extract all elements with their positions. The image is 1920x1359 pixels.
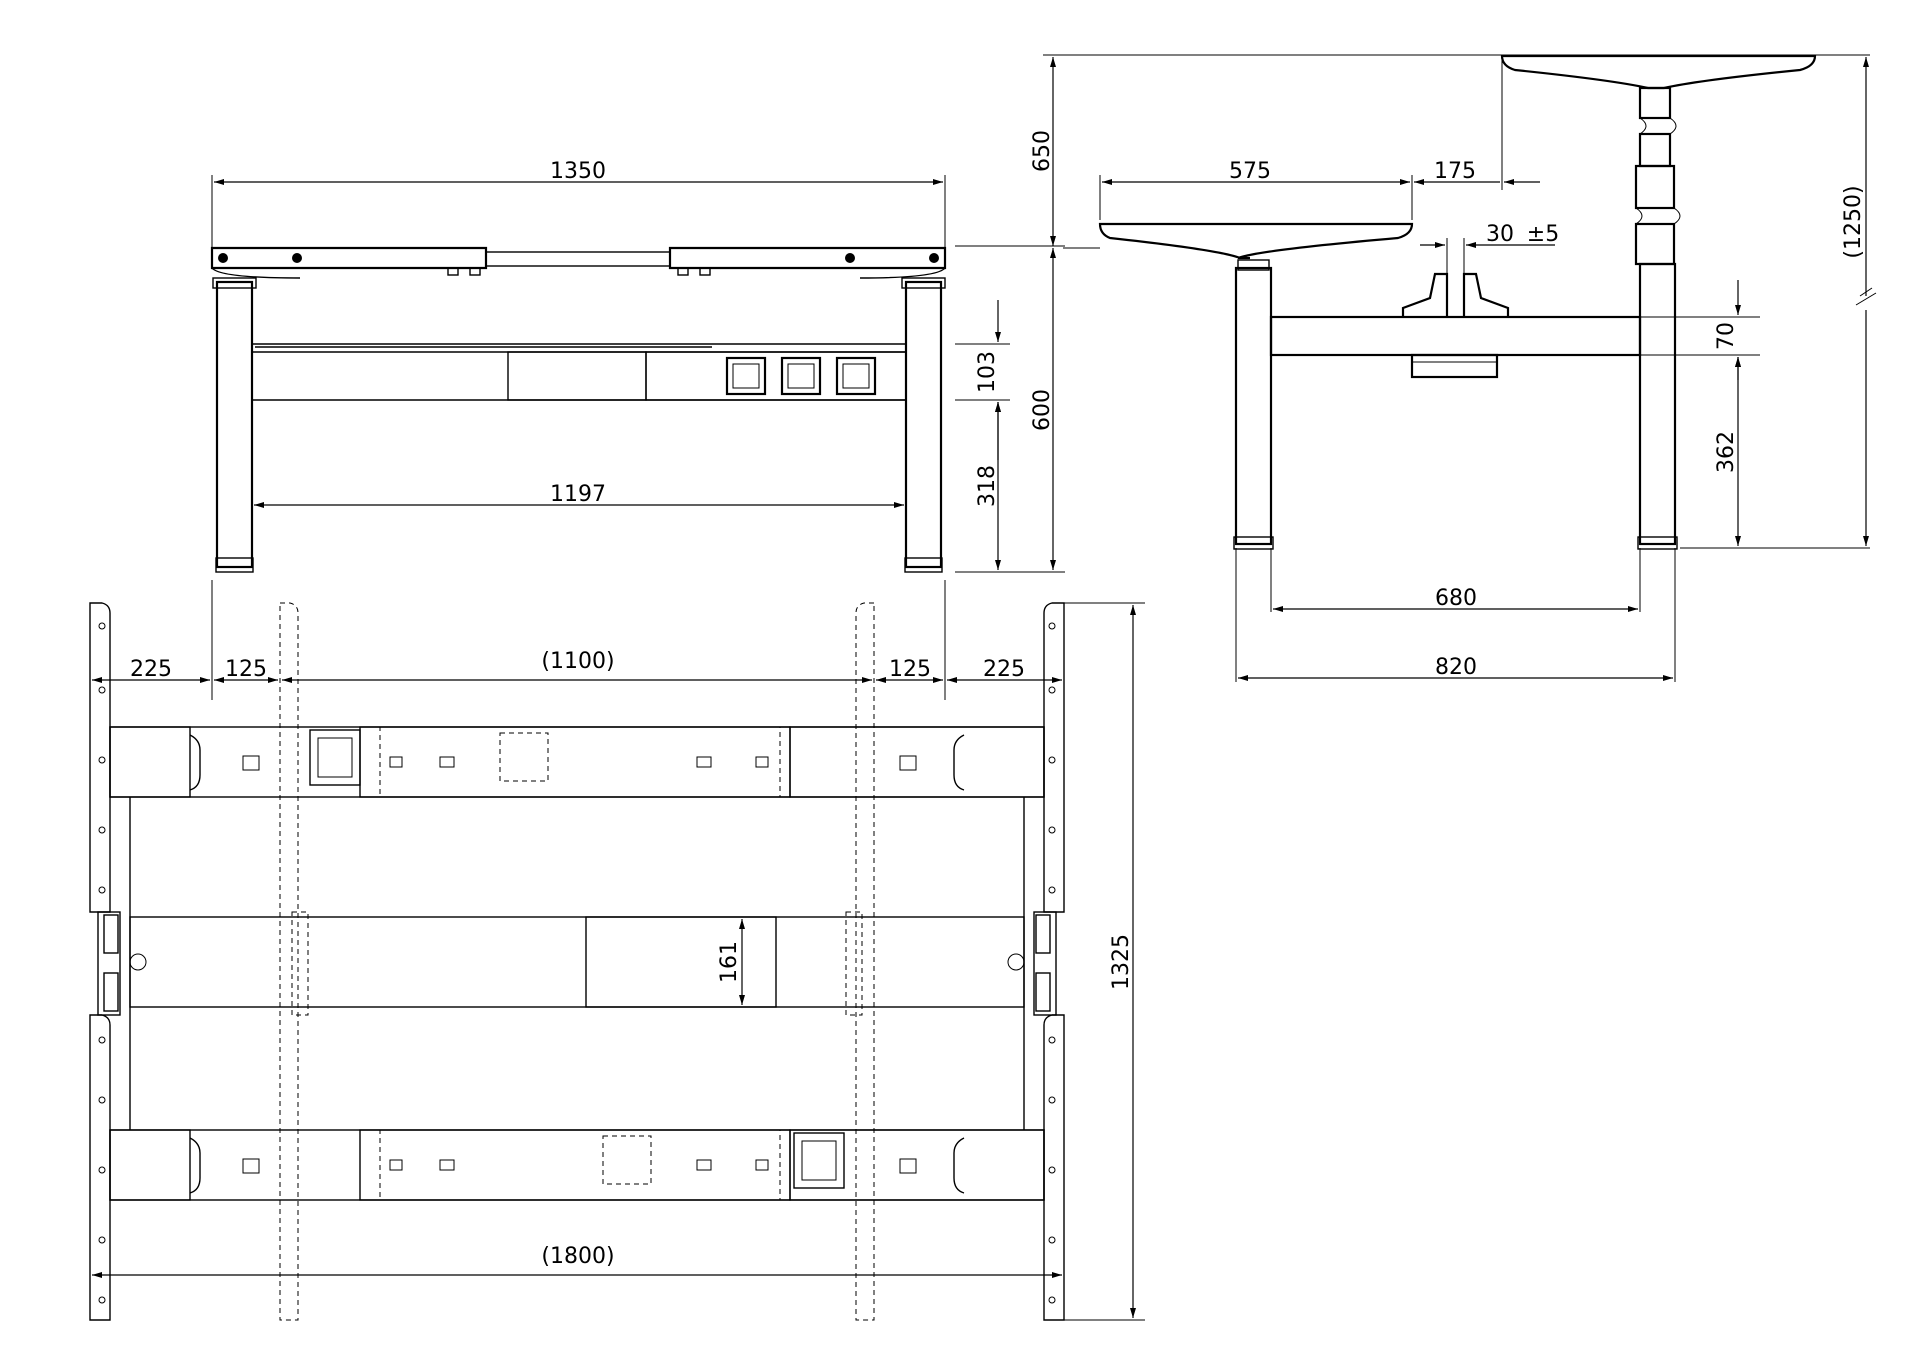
front-top-frame [210, 246, 947, 279]
dim-upper-gap: 103 [975, 351, 1000, 393]
dim-clamp: 30 [1486, 222, 1514, 247]
dim-left-outer: 225 [130, 657, 172, 682]
dim-center: (1100) [541, 649, 614, 674]
dim-front-height: 600 [1030, 389, 1055, 431]
dim-desktop-depth: 575 [1229, 159, 1271, 184]
front-view: 1350 1197 103 318 600 [210, 159, 1065, 573]
dim-max-height: (1250) [1841, 185, 1866, 258]
raised-column [1634, 86, 1681, 550]
front-cross-beam [252, 343, 907, 401]
dim-right-outer: 225 [983, 657, 1025, 682]
plan-left-plate [89, 602, 121, 1321]
side-view: 650 575 175 30 ±5 (1250) 7 [1030, 54, 1877, 682]
plan-right-plate [1033, 602, 1065, 1321]
dim-overhang: 175 [1434, 159, 1476, 184]
plan-top-rail [109, 726, 1045, 798]
desktop-low [1098, 222, 1414, 260]
plan-bottom-rail [109, 1129, 1045, 1201]
front-left-leg [212, 277, 257, 573]
dim-inner-depth: 680 [1435, 586, 1477, 611]
dim-height-offset: 650 [1030, 130, 1055, 172]
desktop-high [1500, 54, 1817, 90]
side-dimensions: 650 575 175 30 ±5 (1250) 7 [1030, 54, 1877, 682]
dim-total-width: (1800) [541, 1244, 614, 1269]
plan-view: 225 125 (1100) 125 225 1325 161 (1800) [89, 580, 1145, 1321]
plan-dimensions: 225 125 (1100) 125 225 1325 161 (1800) [92, 580, 1145, 1321]
dim-right-inner: 125 [889, 657, 931, 682]
dim-beam-height: 70 [1714, 322, 1739, 350]
plan-dashed-plates [279, 602, 875, 1321]
dim-front-inner-width: 1197 [550, 482, 606, 507]
dim-beam-clearance: 362 [1714, 431, 1739, 473]
front-right-leg [901, 277, 946, 573]
dim-front-width: 1350 [550, 159, 606, 184]
dim-left-inner: 125 [225, 657, 267, 682]
dim-clamp-tolerance: ±5 [1527, 222, 1559, 247]
dim-outer-depth: 820 [1435, 655, 1477, 680]
dim-plan-depth: 1325 [1109, 934, 1134, 990]
dim-beam-depth: 161 [717, 941, 742, 983]
dim-lower-gap: 318 [975, 465, 1000, 507]
front-dimensions: 1350 1197 103 318 600 [211, 159, 1065, 573]
power-sockets [725, 356, 877, 396]
